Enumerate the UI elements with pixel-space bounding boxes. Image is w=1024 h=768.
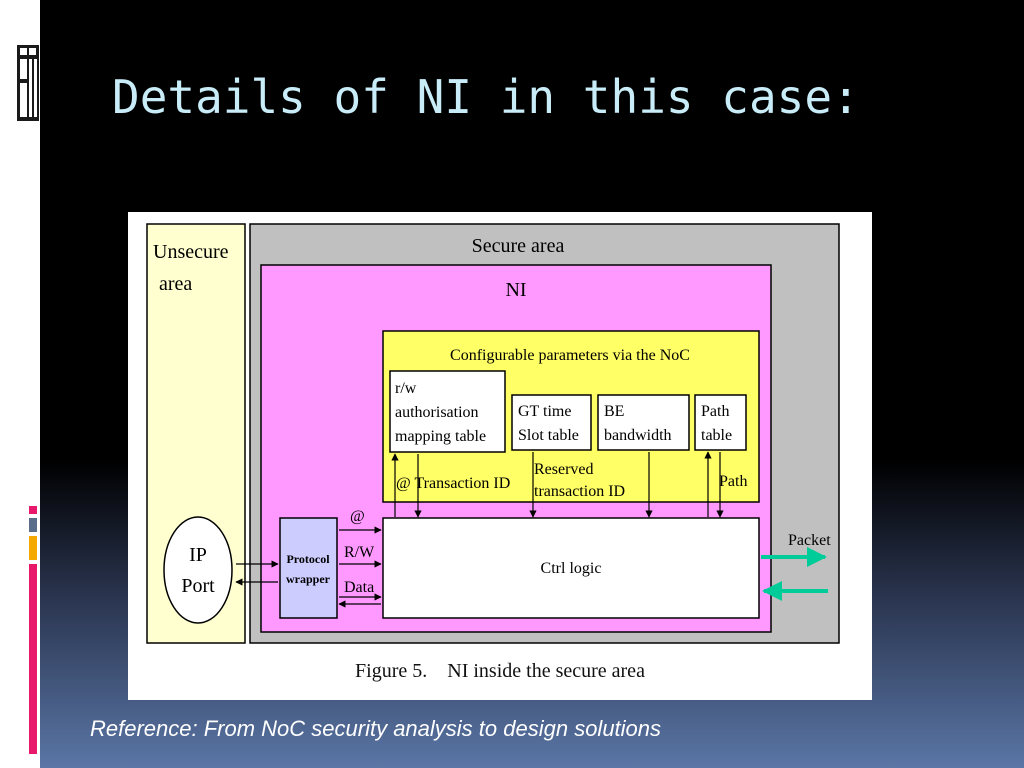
ctrl-logic-box (382, 517, 760, 619)
be-bandwidth-table-box (597, 394, 690, 451)
protocol-wrapper-box (279, 517, 338, 619)
path-table-box (694, 394, 747, 451)
rw-auth-table-box (389, 370, 506, 453)
unsecure-area-label-line1: Unsecure (153, 241, 229, 263)
protocol-wrapper-line1: Protocol (286, 552, 330, 566)
protocol-wrapper-line2: wrapper (286, 572, 331, 586)
figure-caption: Figure 5. NI inside the secure area (355, 660, 645, 682)
signal-rw-label: R/W (344, 544, 375, 561)
reference-text: Reference: From NoC security analysis to… (90, 716, 662, 741)
slide-title: Details of NI in this case: (112, 70, 860, 124)
side-color-bars (29, 506, 37, 754)
rw-auth-table-line2: authorisation (395, 404, 479, 421)
ni-diagram: Unsecure area Secure area NI Configurabl… (146, 223, 840, 644)
rw-auth-table-line3: mapping table (395, 428, 486, 445)
table-connectors (391, 451, 724, 518)
wrapper-ctrl-arrows (338, 526, 382, 608)
gt-slot-table-line2: Slot table (518, 427, 579, 444)
ip-port-ellipse (163, 516, 233, 624)
gt-slot-table-box (511, 394, 592, 451)
path-connector-label: Path (719, 473, 747, 490)
unsecure-area-label-line2: area (159, 273, 192, 295)
packet-label: Packet (788, 532, 831, 549)
decorative-block-icon (17, 45, 39, 121)
reserved-transaction-label-line1: Reserved (534, 461, 594, 478)
at-transaction-id-label: @ Transaction ID (396, 475, 510, 492)
ip-port-line1: IP (189, 544, 207, 566)
rw-auth-table-line1: r/w (395, 380, 417, 397)
gt-slot-table-line1: GT time (518, 403, 571, 420)
config-params-title: Configurable parameters via the NoC (450, 347, 690, 364)
secure-area-label: Secure area (472, 235, 565, 257)
signal-at-label: @ (350, 508, 365, 525)
path-table-line1: Path (701, 403, 729, 420)
be-bandwidth-table-line1: BE (604, 403, 624, 420)
ip-port-line2: Port (181, 575, 215, 597)
ip-wrapper-arrows (235, 560, 279, 586)
path-table-line2: table (701, 427, 732, 444)
ni-label: NI (505, 279, 526, 301)
reserved-transaction-label-line2: transaction ID (534, 483, 625, 500)
be-bandwidth-table-line2: bandwidth (604, 427, 672, 444)
ni-figure: Unsecure area Secure area NI Configurabl… (128, 212, 872, 700)
ctrl-logic-label: Ctrl logic (541, 560, 602, 577)
packet-arrows (761, 547, 828, 601)
signal-data-label: Data (344, 579, 374, 596)
